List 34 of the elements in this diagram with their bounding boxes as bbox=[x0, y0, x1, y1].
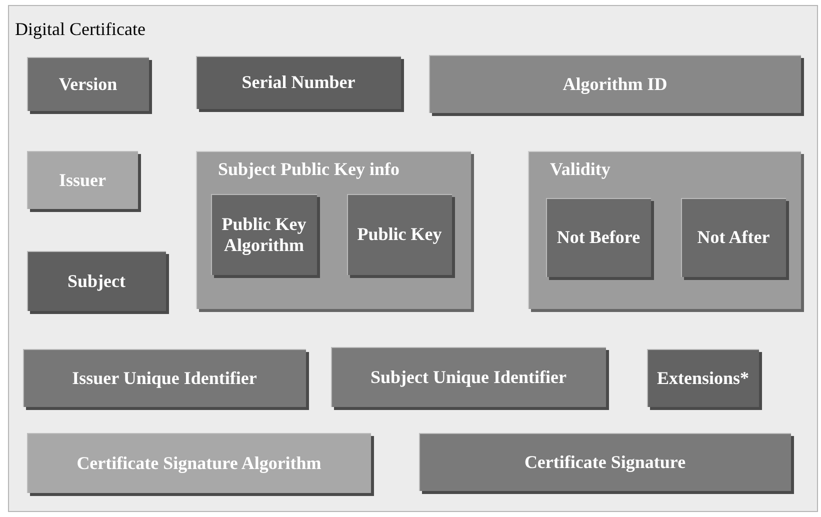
field-label: Subject bbox=[66, 270, 126, 292]
field-box bbox=[27, 151, 138, 209]
field-label: Algorithm ID bbox=[562, 74, 668, 94]
field-label: Issuer Unique Identifier bbox=[71, 368, 258, 388]
group-title: Subject Public Key info bbox=[218, 159, 400, 180]
field-label: Serial Number bbox=[240, 72, 356, 93]
field-label: Not After bbox=[696, 227, 771, 248]
field-label: Not Before bbox=[556, 227, 642, 248]
group-title: Validity bbox=[550, 159, 610, 180]
field-label: Certificate Signature bbox=[523, 452, 687, 472]
field-box bbox=[419, 433, 791, 491]
field-box bbox=[331, 347, 606, 407]
field-box bbox=[429, 55, 801, 113]
field-group-panel bbox=[528, 151, 801, 309]
field-group-panel bbox=[196, 151, 471, 309]
field-label: Public Key bbox=[356, 224, 443, 245]
field-box bbox=[196, 56, 401, 109]
field-box bbox=[211, 194, 317, 275]
field-label: Public Key Algorithm bbox=[220, 214, 308, 256]
field-box bbox=[647, 349, 759, 407]
field-box bbox=[27, 251, 166, 311]
field-box bbox=[681, 198, 786, 277]
certificate-title: Digital Certificate bbox=[15, 19, 146, 40]
field-box bbox=[27, 433, 371, 493]
field-box bbox=[347, 194, 452, 275]
field-box bbox=[546, 198, 651, 277]
field-box bbox=[27, 57, 149, 111]
certificate-panel bbox=[8, 5, 818, 512]
field-label: Issuer bbox=[58, 170, 107, 190]
field-box bbox=[23, 349, 306, 407]
field-label: Subject Unique Identifier bbox=[369, 366, 568, 388]
field-label: Certificate Signature Algorithm bbox=[76, 452, 322, 474]
field-label: Version bbox=[58, 74, 118, 94]
field-label: Extensions* bbox=[656, 368, 750, 388]
